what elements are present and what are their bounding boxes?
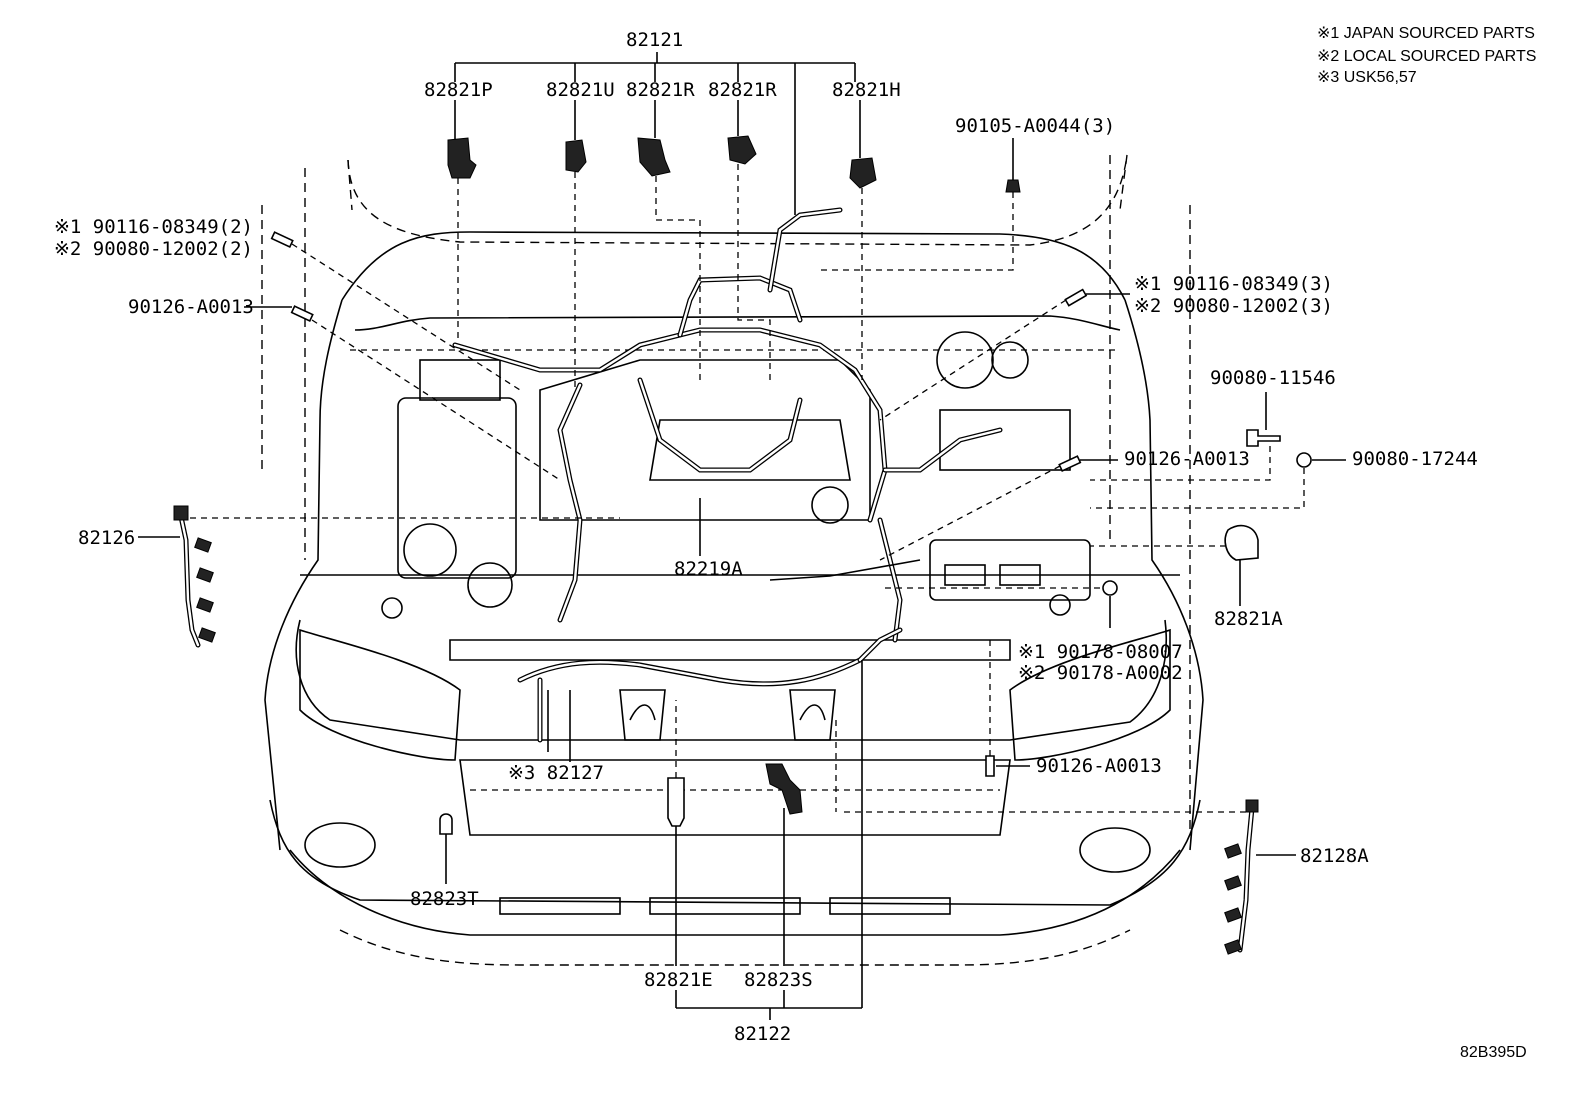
label-90126-left: 90126-A0013 [128, 296, 254, 318]
label-82821R-1: 82821R [626, 79, 695, 101]
label-82823T: 82823T [410, 888, 479, 910]
note-japan-sourced: ※1 JAPAN SOURCED PARTS [1317, 25, 1535, 42]
connector-82821R-2 [727, 135, 757, 165]
harness-82121 [452, 207, 1003, 643]
leader-lines [138, 52, 1346, 1020]
connector-82821H [849, 157, 877, 189]
label-90178-1: ※1 90178-08007 [1018, 641, 1183, 663]
bolt-90126-left [290, 305, 314, 323]
label-90080-11546: 90080-11546 [1210, 367, 1336, 389]
label-90080-right: ※2 90080-12002(3) [1134, 295, 1333, 317]
label-82823S: 82823S [744, 969, 813, 991]
clip-90080-17244 [1296, 452, 1312, 468]
connector-82821U [565, 139, 587, 173]
connectors [270, 135, 1312, 835]
label-82821R-2: 82821R [708, 79, 777, 101]
label-90116-left: ※1 90116-08349(2) [54, 216, 253, 238]
harness-82122 [517, 627, 903, 743]
bolt-90080-11546 [1246, 429, 1281, 447]
label-82821E: 82821E [644, 969, 713, 991]
note-local-sourced: ※2 LOCAL SOURCED PARTS [1317, 48, 1536, 65]
label-90116-right: ※1 90116-08349(3) [1134, 273, 1333, 295]
label-90080-left: ※2 90080-12002(2) [54, 238, 253, 260]
label-82821U: 82821U [546, 79, 615, 101]
connector-82821R-1 [637, 137, 671, 177]
label-82127: ※3 82127 [508, 762, 604, 784]
label-90080-17244: 90080-17244 [1352, 448, 1478, 470]
bolt-90116-right [1064, 288, 1088, 307]
bolt-90116-left [270, 231, 294, 249]
nut-90178 [1102, 580, 1118, 596]
harness-82128A [1224, 799, 1259, 955]
label-90126-mid: 90126-A0013 [1124, 448, 1250, 470]
note-usk: ※3 USK56,57 [1317, 69, 1417, 86]
engine-components [381, 331, 1091, 741]
label-82821A: 82821A [1214, 608, 1283, 630]
bolt-90126-low [985, 755, 995, 777]
label-82126: 82126 [78, 527, 135, 549]
label-82821P: 82821P [424, 79, 493, 101]
label-82128A: 82128A [1300, 845, 1369, 867]
diagram-code: 82B395D [1460, 1044, 1527, 1061]
harness-82126 [173, 505, 216, 648]
connector-82823S [765, 763, 803, 815]
part-82821A [1224, 524, 1259, 561]
connector-82821P [447, 137, 477, 179]
bolt-90105 [1005, 179, 1021, 193]
label-90178-2: ※2 90178-A0002 [1018, 662, 1183, 684]
label-82121: 82121 [626, 29, 683, 51]
label-82821H: 82821H [832, 79, 901, 101]
label-82122: 82122 [734, 1023, 791, 1045]
bulb-82823T [439, 813, 453, 835]
label-90126-low: 90126-A0013 [1036, 755, 1162, 777]
label-90105: 90105-A0044(3) [955, 115, 1115, 137]
label-82219A: 82219A [674, 558, 743, 580]
connector-82821E [667, 777, 685, 827]
bolt-90126-mid [1058, 455, 1082, 473]
part-labels: 82121 82821P 82821U 82821R 82821R 82821H… [54, 29, 1527, 1061]
